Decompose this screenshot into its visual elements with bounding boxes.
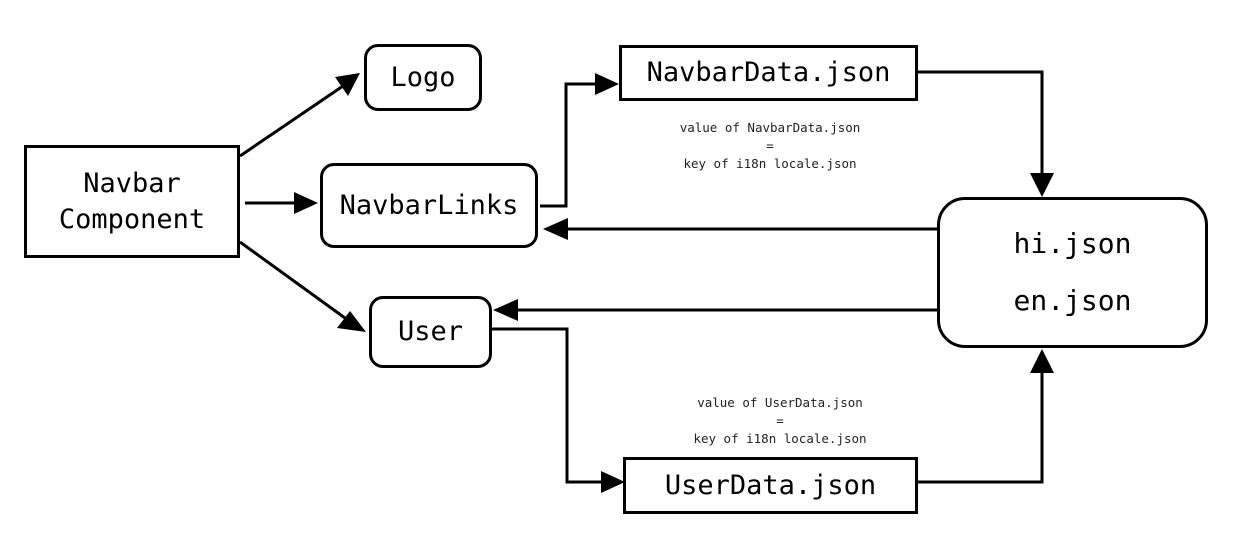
user-label: User — [397, 316, 464, 348]
userdata-note-line2: = — [776, 413, 784, 429]
arrowhead-user-return — [493, 299, 518, 321]
edge-user-to-userdata — [492, 327, 602, 484]
user-node: User — [369, 296, 492, 368]
userdata-json-node: UserData.json — [623, 457, 918, 514]
arrowhead-logo — [335, 73, 360, 96]
navbardata-note-line1: value of NavbarData.json — [679, 120, 861, 135]
arrowhead-locales-bottom — [1030, 349, 1054, 373]
navbar-component-line1: Navbar — [83, 168, 181, 200]
edge-navbar-to-user — [239, 240, 346, 320]
navbardata-note-line3: key of i18n locale.json — [683, 156, 857, 172]
navbardata-json-label: NavbarData.json — [646, 57, 891, 89]
userdata-note-line1: value of UserData.json — [697, 395, 863, 410]
navbardata-note-line2: = — [766, 138, 774, 154]
arrowhead-navbarlinks — [294, 192, 318, 214]
hi-json-label: hi.json — [1013, 227, 1132, 261]
arrowhead-navbardata — [595, 73, 619, 95]
edge-navbar-to-logo — [239, 84, 344, 158]
navbar-component-line2: Component — [58, 203, 206, 235]
en-json-label: en.json — [1013, 283, 1132, 317]
navbar-component-node: Navbar Component — [24, 145, 240, 258]
edge-navbarlinks-to-navbardata — [540, 82, 596, 208]
navbarlinks-node: NavbarLinks — [320, 163, 538, 248]
locales-node: hi.json en.json — [937, 197, 1208, 348]
arrowhead-user — [337, 311, 366, 332]
userdata-json-label: UserData.json — [664, 469, 877, 501]
logo-node: Logo — [364, 44, 482, 111]
arrowhead-locales-top — [1030, 173, 1054, 197]
edge-userdata-to-locales — [918, 372, 1044, 484]
arrowhead-userdata — [601, 471, 625, 493]
arrowhead-navbarlinks-return — [543, 218, 568, 240]
userdata-note-line3: key of i18n locale.json — [693, 431, 867, 447]
navbardata-note: value of NavbarData.json = key of i18n l… — [640, 119, 900, 173]
edge-navbardata-to-locales — [918, 70, 1044, 175]
logo-label: Logo — [390, 61, 456, 93]
navbardata-json-node: NavbarData.json — [619, 45, 918, 101]
navbarlinks-label: NavbarLinks — [339, 189, 519, 221]
userdata-note: value of UserData.json = key of i18n loc… — [650, 394, 910, 448]
